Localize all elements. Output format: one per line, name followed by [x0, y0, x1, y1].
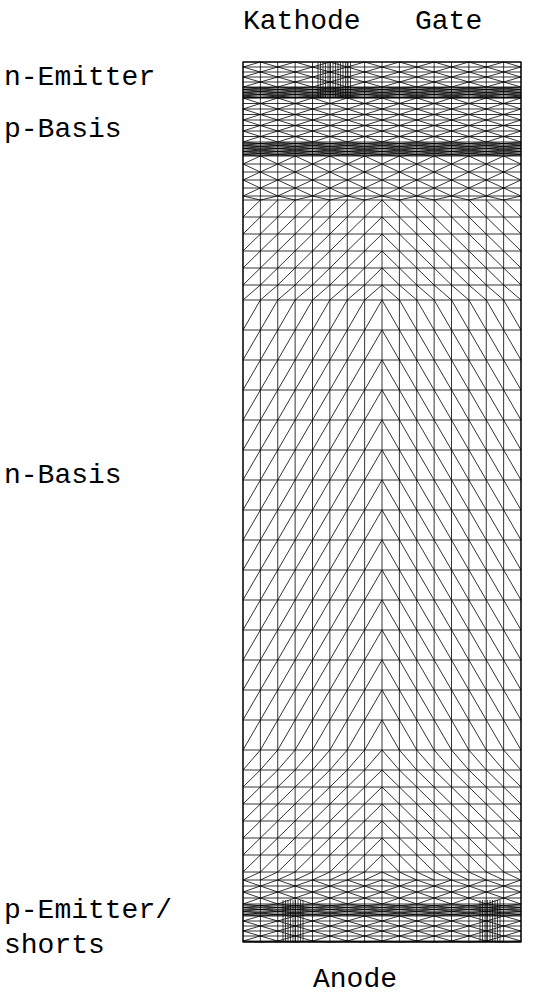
mesh-lines [243, 62, 521, 942]
region-label: n-Emitter [4, 60, 204, 95]
region-label: Kathode [243, 4, 403, 39]
region-label: Gate [415, 4, 525, 39]
region-label: p-Basis [4, 112, 204, 147]
region-label: Anode [313, 962, 453, 997]
region-label: n-Basis [4, 458, 204, 493]
mesh-refinement [283, 62, 500, 942]
device-outline [243, 62, 521, 942]
region-label: p-Emitter/ shorts [4, 893, 199, 963]
